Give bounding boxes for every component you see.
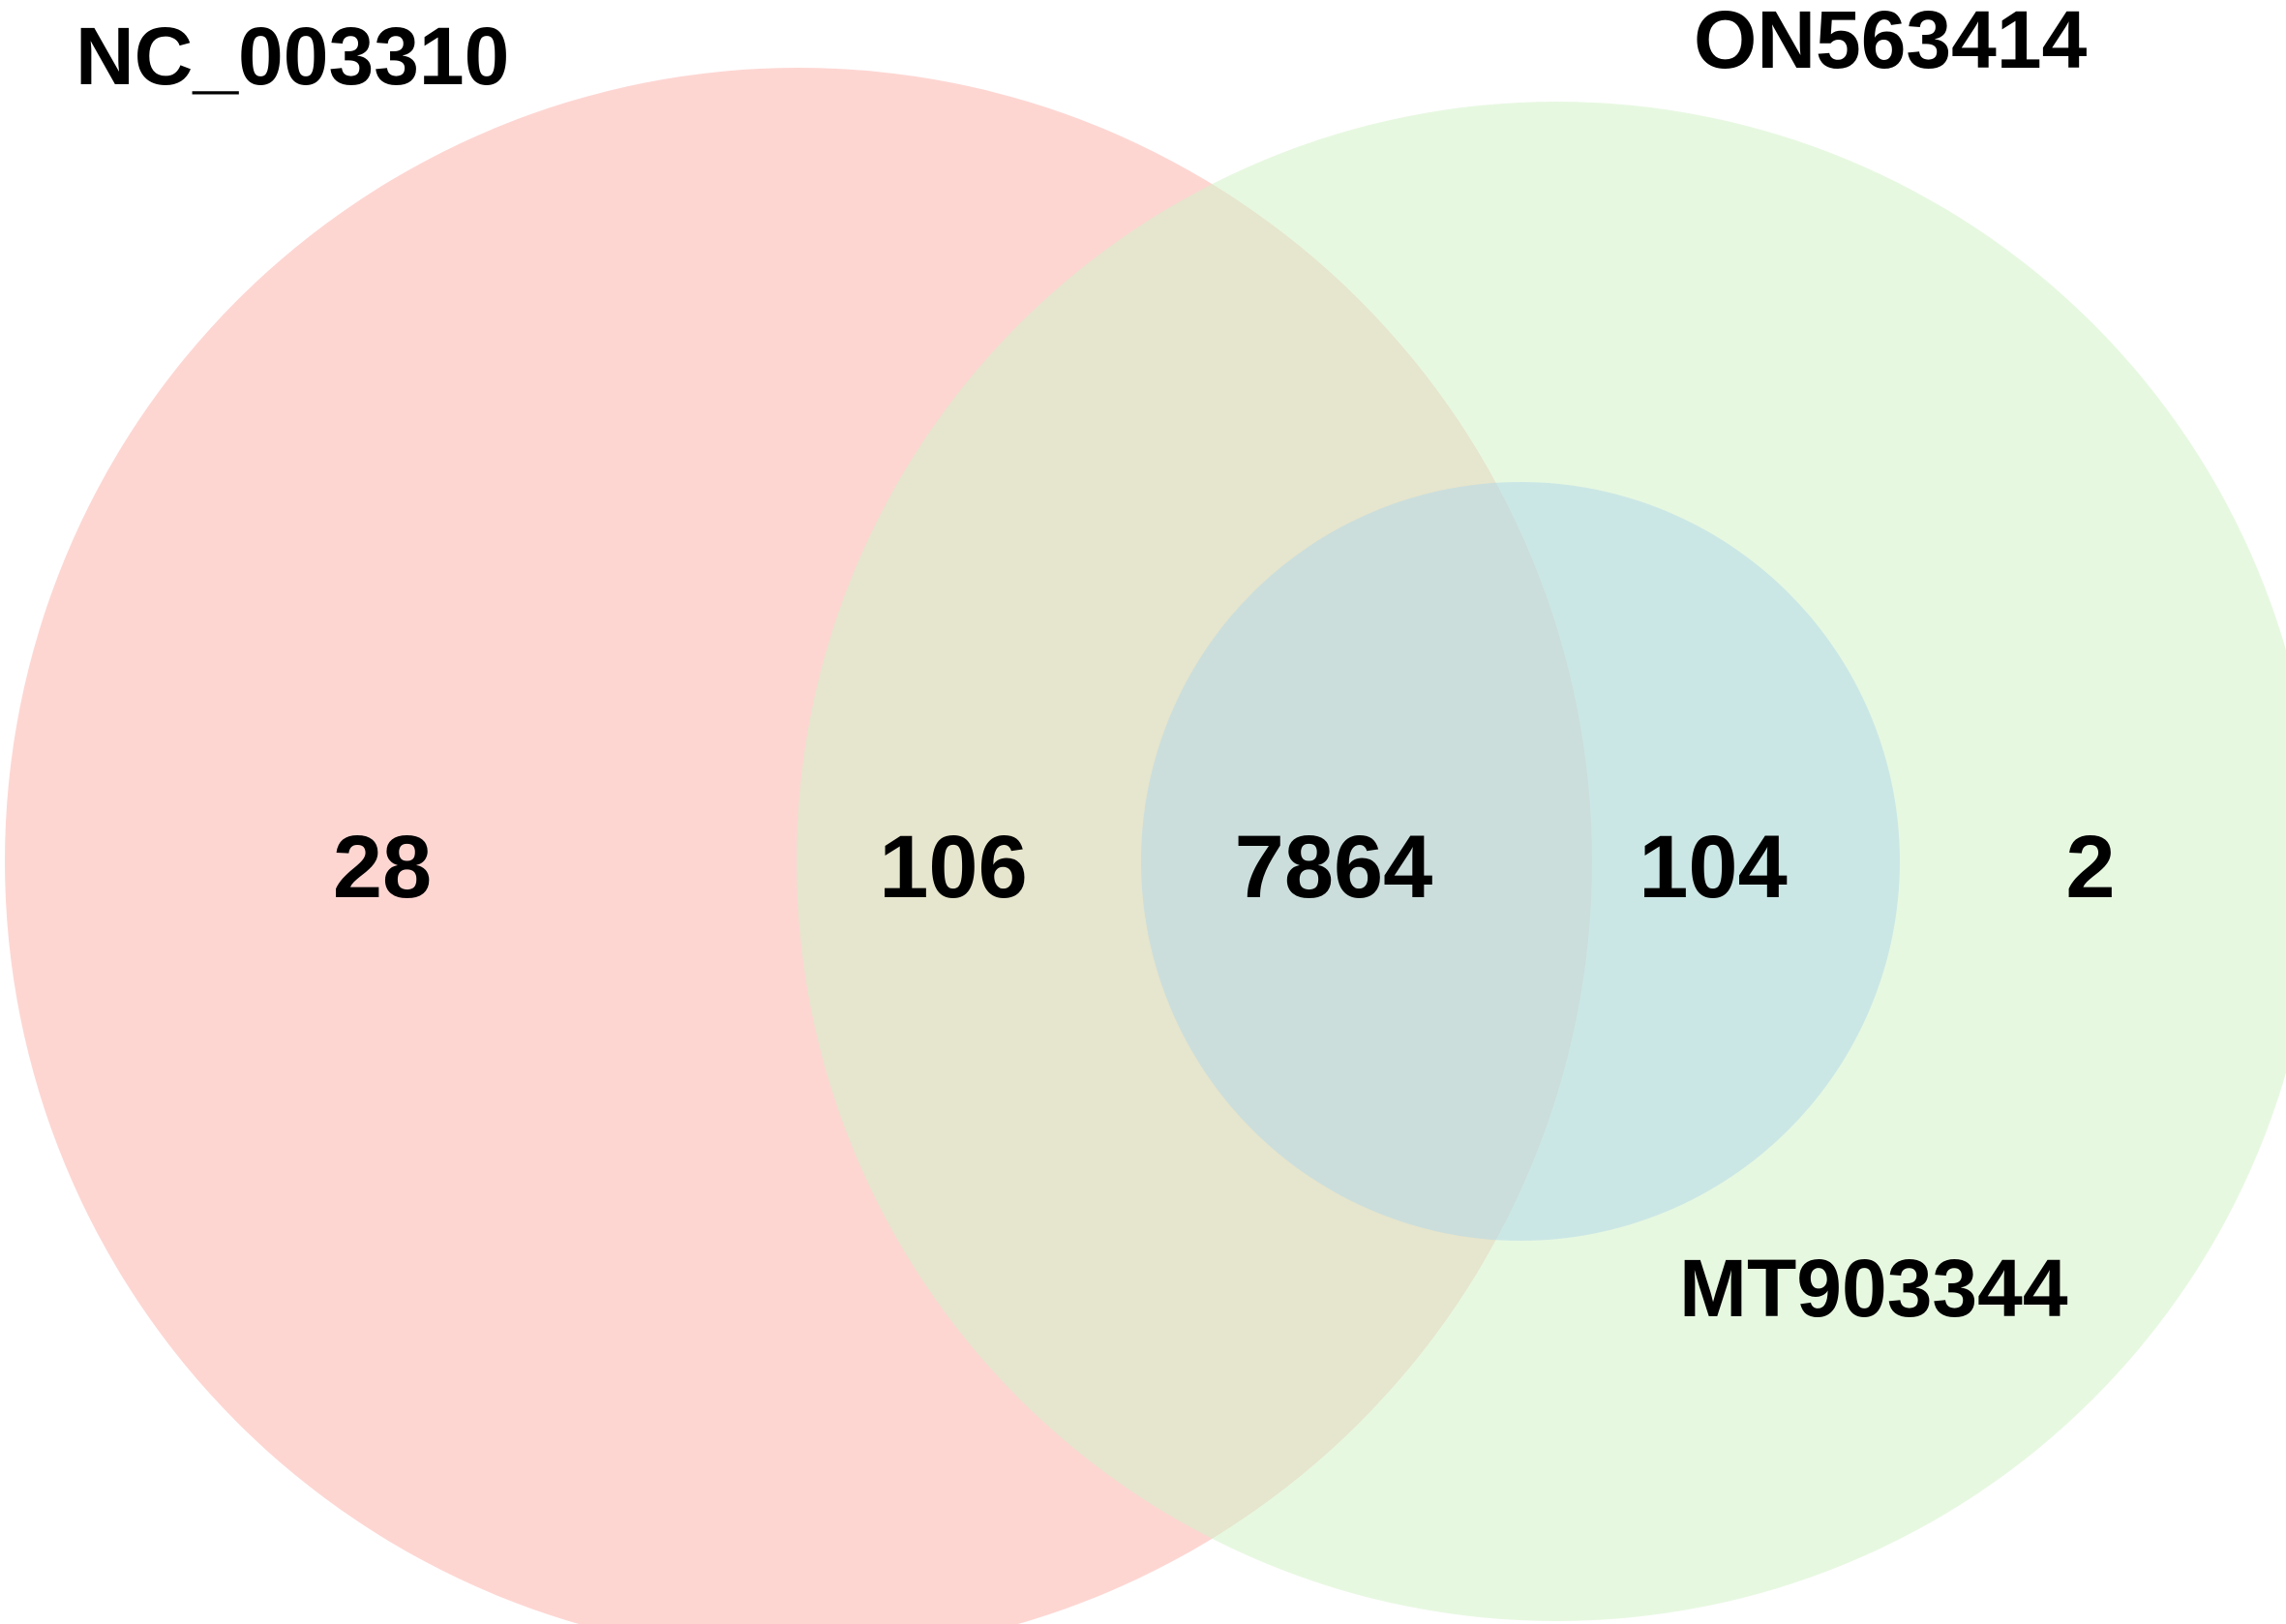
region-count-nc-on: 106 [879, 818, 1028, 917]
region-count-all-three: 7864 [1235, 818, 1433, 917]
region-count-nc-only: 28 [333, 818, 432, 917]
region-count-on-only: 2 [2065, 818, 2115, 917]
set-circle-mt [1141, 482, 1900, 1241]
region-count-on-mt: 104 [1639, 818, 1788, 917]
set-label-mt: MT903344 [1679, 1243, 2068, 1334]
set-label-nc: NC_003310 [75, 11, 509, 102]
set-label-on: ON563414 [1694, 0, 2088, 85]
